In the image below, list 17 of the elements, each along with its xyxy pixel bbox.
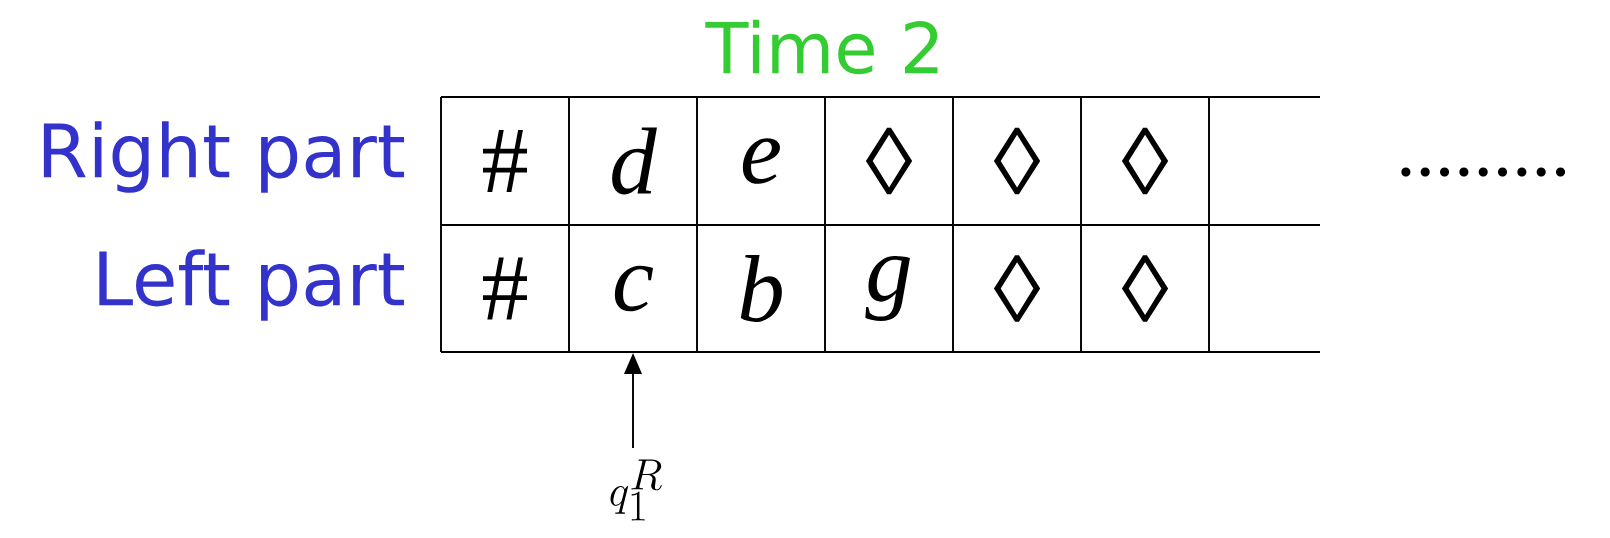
tape-symbol: ◊ [993,127,1041,195]
tape-symbol: # [483,257,527,320]
tape-symbol: ◊ [993,255,1041,322]
title: Time 2 [705,19,938,75]
tape-symbol: ◊ [1121,255,1169,322]
row-label: Right part [43,121,405,193]
tape-symbol: d [612,127,657,195]
tape-symbol: ◊ [865,127,913,195]
row-label: Left part [99,249,404,321]
tape-symbol: ◊ [1121,127,1169,195]
ellipsis: ......... [1401,167,1566,177]
tape-symbol: # [483,129,527,193]
state-label: $q_1^R$ [610,459,662,521]
tape-symbol: e [742,138,780,184]
tape-symbol: b [740,255,782,322]
tape-symbol: c [614,265,654,312]
tape-symbol: g [865,256,910,321]
